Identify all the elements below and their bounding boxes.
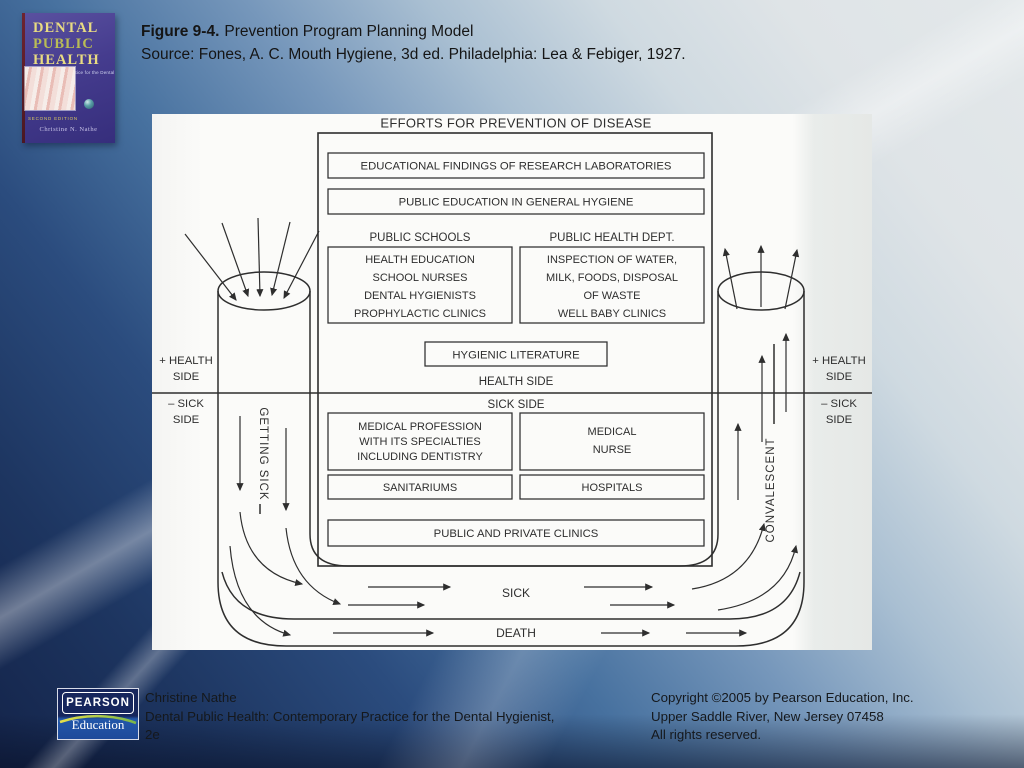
sick-row-label: SICK [502, 586, 530, 600]
public-schools-box-line: PROPHYLACTIC CLINICS [354, 308, 486, 320]
inflow-arrow [221, 222, 250, 298]
hygienic-literature-box [424, 341, 608, 367]
inflow-arrow [256, 217, 264, 298]
footer-copyright: Copyright ©2005 by Pearson Education, In… [651, 689, 914, 745]
figure-number: Figure 9-4. [141, 23, 220, 40]
u-tube-outer-wall [217, 291, 805, 647]
public-private-clinics-label: PUBLIC AND PRIVATE CLINICS [434, 528, 599, 540]
figure-title: Prevention Program Planning Model [224, 23, 474, 40]
medical-profession-line: INCLUDING DENTISTRY [357, 451, 483, 463]
book-cover-edition: SECOND EDITION [28, 116, 78, 121]
hospitals-label: HOSPITALS [582, 482, 643, 494]
right-minus-sick-label: – SICK [821, 398, 857, 410]
medical-profession-line: WITH ITS SPECIALTIES [359, 436, 480, 448]
medical-nurse-box [519, 412, 705, 471]
book-cover-photo [25, 67, 75, 110]
inflow-arrow [270, 221, 291, 297]
death-row-label: DEATH [496, 626, 536, 640]
public-health-box-line: MILK, FOODS, DISPOSAL [546, 272, 678, 284]
public-health-dept-box [519, 246, 705, 324]
book-cover-title: DENTAL PUBLIC HEALTH [33, 20, 115, 68]
right-minus-sick-label: SIDE [826, 414, 853, 426]
public-schools-box [327, 246, 513, 324]
pearson-logo-wordmark: PEARSON [62, 692, 134, 714]
flow-curve-into-sick [285, 527, 342, 605]
public-health-box-line: INSPECTION OF WATER, [547, 254, 677, 266]
inflow-arrow [283, 230, 320, 300]
figure-caption: Figure 9-4.Prevention Program Planning M… [141, 21, 686, 66]
pearson-swoosh-icon [59, 714, 137, 725]
outflow-arrow [784, 248, 800, 310]
book-cover-title-line: HEALTH [33, 52, 100, 68]
getting-sick-label: GETTING SICK [257, 407, 269, 500]
figure-source: Source: Fones, A. C. Mouth Hygiene, 3d e… [141, 45, 686, 63]
death-channel-line [221, 571, 801, 620]
footer-book-title: Dental Public Health: Contemporary Pract… [145, 708, 555, 724]
book-cover-thumbnail: DENTAL PUBLIC HEALTH Contemporary Practi… [22, 13, 115, 143]
footer-copyright-line: Copyright ©2005 by Pearson Education, In… [651, 690, 914, 705]
right-plus-health-label: SIDE [826, 371, 853, 383]
medical-profession-box [327, 412, 513, 471]
flow-curve-into-death [229, 545, 292, 637]
figure-caption-line1: Figure 9-4.Prevention Program Planning M… [141, 21, 686, 44]
book-cover-title-line: PUBLIC [33, 36, 94, 52]
flow-curve-into-convalescent [717, 544, 799, 611]
diagram-panel: EFFORTS FOR PREVENTION OF DISEASE EDUCAT… [152, 114, 872, 650]
public-schools-heading: PUBLIC SCHOOLS [370, 232, 471, 244]
footer-book-credit: Christine Nathe Dental Public Health: Co… [145, 689, 554, 745]
educational-findings-label: EDUCATIONAL FINDINGS OF RESEARCH LABORAT… [361, 161, 672, 173]
diagram-title: EFFORTS FOR PREVENTION OF DISEASE [380, 116, 651, 131]
public-schools-box-line: HEALTH EDUCATION [365, 254, 475, 266]
flow-curve-into-sick [239, 511, 304, 587]
hygienic-literature-label: HYGIENIC LITERATURE [452, 350, 580, 362]
public-schools-box-line: SCHOOL NURSES [373, 272, 468, 284]
globe-icon [84, 99, 94, 109]
public-private-clinics-box [327, 519, 705, 547]
book-cover-author: Christine N. Nathe [39, 126, 98, 133]
pearson-education-logo: PEARSON Education [57, 688, 139, 740]
public-health-box-line: OF WASTE [583, 290, 640, 302]
public-schools-box-line: DENTAL HYGIENISTS [364, 290, 476, 302]
left-plus-health-label: + HEALTH [159, 355, 212, 367]
sanitariums-label: SANITARIUMS [383, 482, 457, 494]
educational-findings-box [327, 152, 705, 179]
public-education-box [327, 188, 705, 215]
sick-side-label: SICK SIDE [488, 399, 545, 411]
flow-curve-into-convalescent [691, 522, 766, 590]
public-education-label: PUBLIC EDUCATION IN GENERAL HYGIENE [399, 197, 634, 209]
left-funnel-mouth [217, 271, 311, 311]
left-minus-sick-label: SIDE [173, 414, 200, 426]
footer-copyright-line: All rights reserved. [651, 727, 762, 742]
public-health-box-line: WELL BABY CLINICS [558, 308, 666, 320]
inflow-arrow [184, 233, 237, 301]
medical-nurse-line: NURSE [593, 444, 632, 456]
public-health-dept-heading: PUBLIC HEALTH DEPT. [549, 232, 674, 244]
left-minus-sick-label: – SICK [168, 398, 204, 410]
left-plus-health-label: SIDE [173, 371, 200, 383]
pearson-education-label: Education [71, 717, 125, 732]
convalescent-label: CONVALESCENT [765, 437, 777, 542]
footer-copyright-line: Upper Saddle River, New Jersey 07458 [651, 708, 884, 724]
prevention-outer-box [317, 132, 713, 567]
footer-edition: 2e [145, 727, 160, 742]
hospitals-box [519, 474, 705, 500]
book-cover-title-line: DENTAL [33, 20, 99, 36]
medical-profession-line: MEDICAL PROFESSION [358, 421, 482, 433]
footer-author: Christine Nathe [145, 690, 237, 705]
medical-nurse-line: MEDICAL [588, 426, 637, 438]
health-side-label: HEALTH SIDE [479, 376, 554, 388]
right-plus-health-label: + HEALTH [812, 355, 865, 367]
sanitariums-box [327, 474, 513, 500]
prevention-diagram: EFFORTS FOR PREVENTION OF DISEASE EDUCAT… [152, 116, 872, 647]
outflow-arrow [722, 247, 738, 310]
